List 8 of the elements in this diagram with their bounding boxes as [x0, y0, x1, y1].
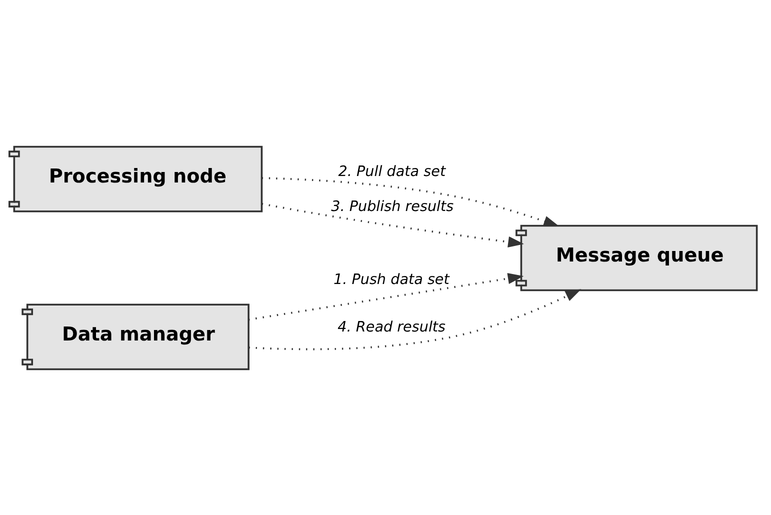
edge-label: 1. Push data set	[333, 271, 450, 288]
arrow	[248, 288, 582, 350]
arrow	[262, 176, 560, 226]
arrow	[248, 272, 524, 320]
edge-label: 3. Publish results	[331, 198, 454, 214]
edge-label: 2. Pull data set	[338, 164, 446, 180]
arrow	[262, 202, 524, 247]
edge-label: 4. Read results	[338, 319, 446, 336]
